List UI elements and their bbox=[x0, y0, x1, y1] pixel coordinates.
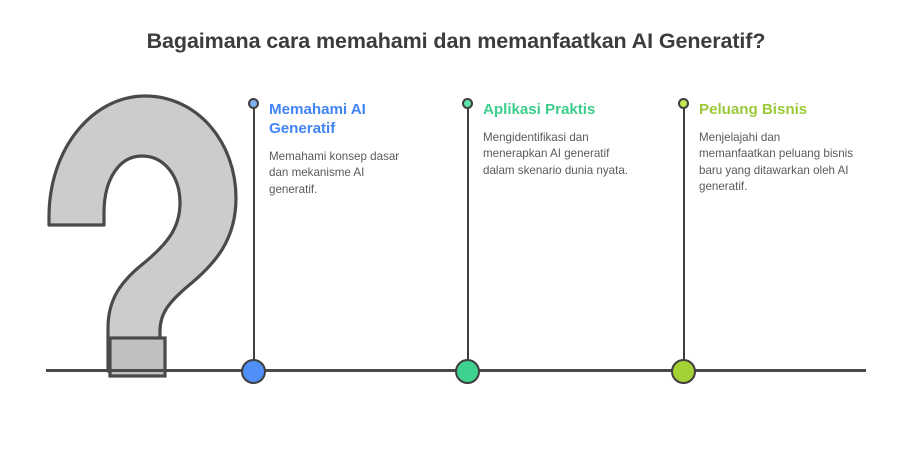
branch-bottom-dot-icon bbox=[241, 359, 266, 384]
branch-stem bbox=[467, 103, 469, 375]
branch-body: Menjelajahi dan memanfaatkan peluang bis… bbox=[699, 131, 854, 194]
page-title: Bagaimana cara memahami dan memanfaatkan… bbox=[146, 29, 766, 53]
question-mark-hook bbox=[47, 94, 238, 373]
branch-stem bbox=[253, 103, 255, 375]
branch-stem bbox=[683, 103, 685, 375]
branch-heading: Peluang Bisnis bbox=[699, 101, 808, 118]
branch-heading: Memahami AI Generatif bbox=[269, 101, 366, 137]
branch-content: Memahami AI Generatif Memahami konsep da… bbox=[269, 100, 409, 198]
branch-bottom-dot-icon bbox=[671, 359, 696, 384]
question-mark-illustration bbox=[40, 88, 245, 380]
branch-content: Aplikasi Praktis Mengidentifikasi dan me… bbox=[483, 100, 638, 179]
branch-top-dot-icon bbox=[461, 97, 473, 109]
branch-top-dot-icon bbox=[247, 97, 259, 109]
branch-top-dot-icon bbox=[677, 97, 689, 109]
branch-bottom-dot-icon bbox=[455, 359, 480, 384]
branch-content: Peluang Bisnis Menjelajahi dan memanfaat… bbox=[699, 100, 859, 196]
branch-heading: Aplikasi Praktis bbox=[483, 101, 596, 118]
branch-body: Memahami konsep dasar dan mekanisme AI g… bbox=[269, 150, 400, 196]
branch-body: Mengidentifikasi dan menerapkan AI gener… bbox=[483, 131, 629, 177]
